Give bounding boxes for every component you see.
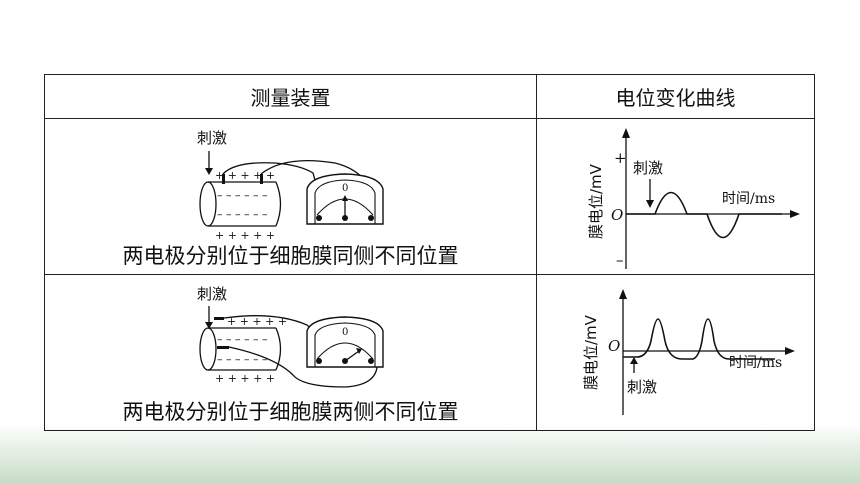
row2-y-axis-arrow <box>619 289 627 299</box>
row1-meter-zero: 0 <box>342 183 348 194</box>
row1-curve-minus: – <box>616 251 624 269</box>
row2-nerve-far-end <box>275 327 282 371</box>
row2-potential-curve: 膜电位/mV O 时间/ms 刺激 <box>582 289 795 415</box>
row2-curve-ylabel: 膜电位/mV <box>582 314 600 390</box>
row2-minus-bottom: – – – – – – <box>217 353 268 366</box>
row1-device-diagram: 刺激 + + + + + – – – – – – – – – – – – + +… <box>197 129 384 242</box>
row2-x-axis-arrow <box>785 347 795 355</box>
row2-meter-needle-tip <box>356 348 362 354</box>
row1-curve-ylabel: 膜电位/mV <box>587 163 605 239</box>
row2-curve-zero: O <box>608 337 620 355</box>
row2-terminal-right <box>368 358 374 364</box>
row2-minus-top: – – – – – – <box>217 333 268 346</box>
header-curve: 电位变化曲线 <box>536 74 815 119</box>
row2-stimulus-label: 刺激 <box>197 285 227 303</box>
row2-meter-body <box>306 316 384 368</box>
row1-x-axis-arrow <box>790 210 800 218</box>
row2-electrode-inner <box>217 346 229 349</box>
row1-minus-top: – – – – – – <box>217 189 268 202</box>
row1-device-cell: 刺激 + + + + + – – – – – – – – – – – – + +… <box>44 118 537 275</box>
row1-curve-plus: + <box>614 149 627 167</box>
row2-plus-top: + + + + + <box>227 315 287 328</box>
row1-y-axis-arrow <box>622 128 630 138</box>
row1-meter-inner <box>314 179 376 224</box>
row1-curve-cell: 膜电位/mV + O – 刺激 时间/ms <box>536 118 815 275</box>
decorative-bottom-band <box>0 424 860 484</box>
row1-plus-bottom: + + + + + <box>215 229 275 242</box>
row2-device-diagram: 刺激 + + + + + – – – – – – – – – – – – + +… <box>197 285 384 388</box>
row1-curve-zero: O <box>611 206 623 224</box>
row1-nerve-far-end <box>275 181 282 227</box>
row1-terminal-right <box>368 215 374 221</box>
row1-curve-stimulus-arrowhead <box>646 200 654 208</box>
row1-terminal-left <box>316 215 322 221</box>
row1-stimulus-arrowhead <box>205 168 213 175</box>
row2-caption: 两电极分别位于细胞膜两侧不同位置 <box>122 400 459 424</box>
row1-curve-xlabel: 时间/ms <box>722 191 775 207</box>
row1-caption: 两电极分别位于细胞膜同侧不同位置 <box>122 244 459 268</box>
row2-meter-inner <box>314 322 376 367</box>
comparison-table: 测量装置 电位变化曲线 刺激 + + + + + – – – – – – – –… <box>44 74 815 431</box>
row2-terminal-left <box>316 358 322 364</box>
row2-stimulus-arrowhead <box>205 322 213 329</box>
row2-meter-zero: 0 <box>342 327 348 338</box>
row1-stimulus-label: 刺激 <box>197 129 227 147</box>
row1-nerve-end <box>199 181 217 227</box>
row2-nerve-end <box>199 327 217 371</box>
row1-potential-curve: 膜电位/mV + O – 刺激 时间/ms <box>587 128 800 269</box>
row1-curve-stimulus: 刺激 <box>633 159 663 177</box>
row2-curve-stimulus: 刺激 <box>627 378 657 396</box>
row1-curve-trace <box>626 191 782 239</box>
row2-curve-trace <box>623 318 775 360</box>
row2-plus-bottom: + + + + + <box>215 372 275 385</box>
row1-minus-bottom: – – – – – – <box>217 208 268 221</box>
header-device: 测量装置 <box>44 74 537 119</box>
row2-electrode-outer <box>214 317 224 320</box>
row1-electrode-b <box>260 174 263 184</box>
row2-curve-xlabel: 时间/ms <box>729 355 782 371</box>
row1-terminal-center <box>342 215 348 221</box>
row1-electrode-a <box>222 174 225 184</box>
row1-meter-needle-tip <box>342 195 348 201</box>
row2-curve-cell: 膜电位/mV O 时间/ms 刺激 <box>536 274 815 431</box>
row2-terminal-center <box>342 358 348 364</box>
row2-meter-scale <box>316 342 374 360</box>
row2-curve-stimulus-arrowhead <box>630 357 638 364</box>
row2-device-cell: 刺激 + + + + + – – – – – – – – – – – – + +… <box>44 274 537 431</box>
row2-wire-inner <box>228 346 378 388</box>
